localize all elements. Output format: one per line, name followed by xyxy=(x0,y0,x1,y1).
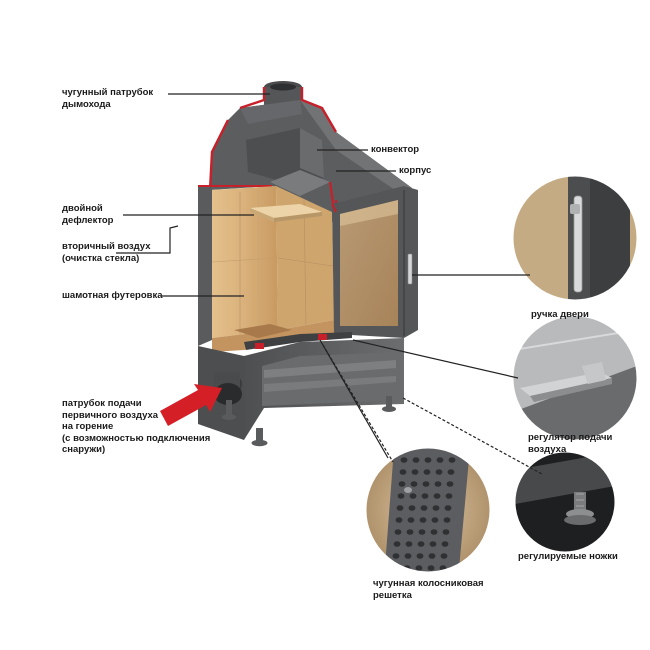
label-grate: чугунная колосниковая решетка xyxy=(373,578,484,601)
grate-hole xyxy=(445,493,453,499)
grate-hole xyxy=(446,481,454,487)
grate-hole xyxy=(412,457,420,463)
grate-hole xyxy=(427,565,435,571)
grate-hole xyxy=(419,517,427,523)
grate-hole xyxy=(417,541,425,547)
door-handle xyxy=(407,253,413,285)
label-primary-air-inlet: патрубок подачи первичного воздуха на го… xyxy=(62,398,211,455)
fireplace-body xyxy=(198,81,418,447)
grate-hole xyxy=(411,469,419,475)
grate-hole xyxy=(443,517,451,523)
grate-hole xyxy=(406,529,414,535)
grate-hole xyxy=(393,541,401,547)
grate-hole xyxy=(391,565,399,571)
grate-hole xyxy=(416,553,424,559)
label-chimney-pipe: чугунный патрубок дымохода xyxy=(62,87,154,110)
grate-hole xyxy=(448,457,456,463)
label-double-deflector: двойной дефлектор xyxy=(62,203,114,226)
grate-hole xyxy=(396,505,404,511)
grate-hole xyxy=(434,481,442,487)
grate-hole xyxy=(441,541,449,547)
grate-hole xyxy=(420,505,428,511)
adjustable-legs xyxy=(222,396,396,447)
glass-panel xyxy=(340,200,398,326)
grate-hole xyxy=(429,541,437,547)
grate-hole xyxy=(399,469,407,475)
grate-hole xyxy=(422,481,430,487)
grate-hole xyxy=(424,457,432,463)
grate-hole xyxy=(431,517,439,523)
door-handle-detail xyxy=(512,175,638,301)
label-door-handle: ручка двери xyxy=(531,309,589,320)
grate-hole xyxy=(392,553,400,559)
grate-hole xyxy=(433,493,441,499)
label-secondary-air: вторичный воздух (очистка стекла) xyxy=(62,241,151,264)
grate-hole xyxy=(415,565,423,571)
label-adjustable-legs: регулируемые ножки xyxy=(518,551,618,562)
grate-hole xyxy=(436,457,444,463)
grate-hole xyxy=(394,529,402,535)
seal-red-top xyxy=(239,87,266,110)
grate-hole xyxy=(408,505,416,511)
grate-hole xyxy=(398,481,406,487)
grate-hole xyxy=(404,553,412,559)
grate-hole xyxy=(405,541,413,547)
grate-hole xyxy=(430,529,438,535)
grate-hole xyxy=(440,553,448,559)
label-chamotte-lining: шамотная футеровка xyxy=(62,290,163,301)
grate-hole xyxy=(397,493,405,499)
label-body: корпус xyxy=(399,165,432,176)
grate-hole xyxy=(435,469,443,475)
grate-hole xyxy=(442,529,450,535)
seal-red-bottom xyxy=(255,343,264,349)
grate-hole xyxy=(432,505,440,511)
grate-hole xyxy=(418,529,426,535)
grate-hole xyxy=(423,469,431,475)
grate-hole xyxy=(428,553,436,559)
grate-hole xyxy=(421,493,429,499)
grate-hole xyxy=(410,481,418,487)
label-convector: конвектор xyxy=(371,144,420,155)
grate-hole xyxy=(407,517,415,523)
grate-hole xyxy=(409,493,417,499)
leader-lines xyxy=(116,93,543,475)
label-air-regulator: регулятор подачи воздуха xyxy=(528,432,613,455)
red-arrow-icon xyxy=(160,384,222,426)
air-regulator-detail xyxy=(512,315,638,441)
grate-hole xyxy=(447,469,455,475)
grate-detail xyxy=(365,447,491,573)
double-deflector xyxy=(250,204,322,218)
grate-hole xyxy=(444,505,452,511)
grate-hole xyxy=(395,517,403,523)
grate-hole xyxy=(400,457,408,463)
chamotte-left-wall xyxy=(212,186,278,338)
adjustable-leg-detail xyxy=(514,451,616,553)
